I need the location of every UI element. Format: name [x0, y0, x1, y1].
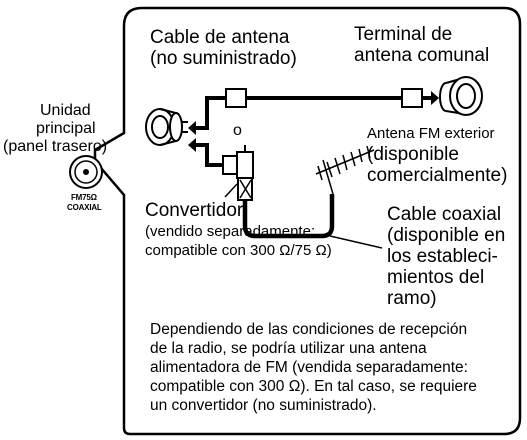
callout-frame: [93, 6, 522, 436]
converter-note-2: compatible con 300 Ω/75 Ω): [145, 242, 332, 259]
community-antenna-terminal: [439, 76, 483, 116]
antenna-jack-plug: [145, 108, 188, 146]
converter-note-1: (vendido separadamente:: [145, 223, 316, 240]
outdoor-antenna-note-2: comercialmente): [367, 165, 508, 186]
coax-cable-note-2: los estableci-: [387, 246, 498, 267]
or-label: o: [233, 122, 242, 139]
jack-label-coaxial: COAXIAL: [67, 203, 102, 212]
community-terminal-label: Terminal de: [354, 24, 453, 45]
outdoor-fm-antenna: [315, 145, 375, 195]
coaxial-cable: [242, 194, 383, 249]
note-line: Dependiendo de las condiciones de recepc…: [150, 321, 468, 338]
jack-label-fm: FM75Ω: [71, 193, 97, 202]
note-line: alimentadora de FM (vendida separadament…: [150, 359, 468, 376]
coax-cable-note-3: mientos del: [387, 267, 485, 288]
coax-cable-note-4: ramo): [387, 288, 437, 309]
outdoor-antenna-note-1: (disponible: [367, 144, 459, 165]
outdoor-antenna-label: Antena FM exterior: [367, 125, 495, 142]
converter-label: Convertidor: [145, 200, 244, 221]
coax-cable-note-1: (disponible en: [387, 225, 506, 246]
community-terminal-label-2: antena comunal: [354, 45, 490, 66]
unit-label-line2: principal: [36, 120, 96, 137]
coax-cable-label: Cable coaxial: [387, 204, 502, 225]
unit-label-line3: (panel trasero): [3, 138, 108, 155]
fm-coaxial-jack: [69, 155, 103, 189]
unit-label-line1: Unidad: [40, 102, 91, 119]
note-line: de la radio, se podría utilizar una ante…: [150, 340, 427, 357]
antenna-cable-note: (no suministrado): [150, 48, 297, 69]
converter: [222, 145, 254, 201]
antenna-cable-label: Cable de antena: [150, 27, 290, 48]
reception-note: Dependiendo de las condiciones de recepc…: [150, 320, 518, 415]
antenna-cable: [188, 88, 439, 135]
converter-leader: [224, 183, 238, 198]
converter-route: [188, 138, 223, 167]
note-line: compatible con 300 Ω). En tal caso, se r…: [150, 378, 477, 395]
note-line: un convertidor (no suministrado).: [150, 397, 377, 414]
